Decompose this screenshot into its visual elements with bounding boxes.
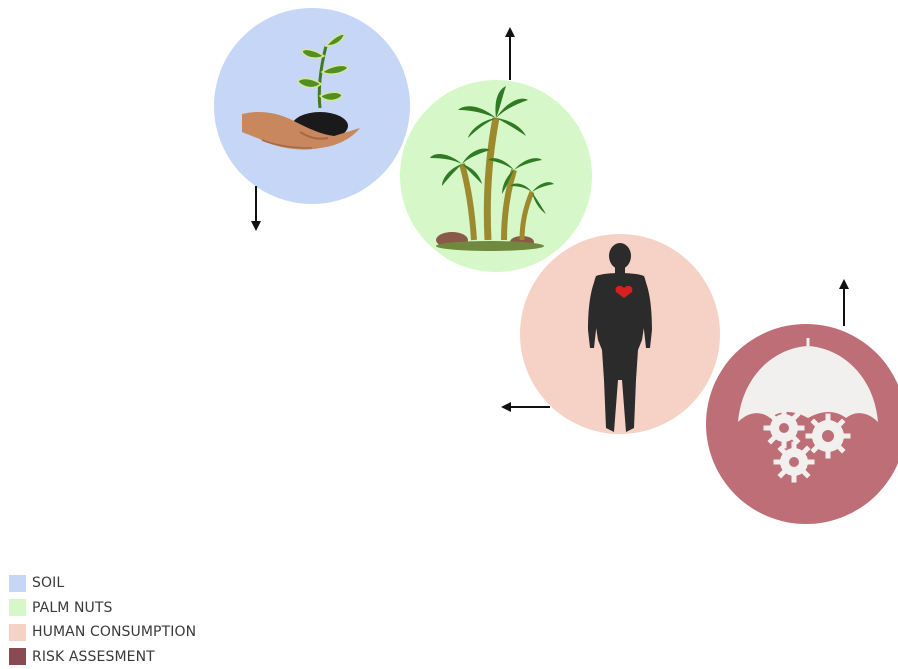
legend-item-soil: SOIL <box>9 571 196 596</box>
palm-nuts-stage <box>400 32 592 272</box>
legend-label-palm-nuts: PALM NUTS <box>32 600 113 616</box>
legend-swatch-palm-nuts <box>9 599 26 616</box>
legend: SOIL PALM NUTS HUMAN CONSUMPTION RISK AS… <box>9 571 196 669</box>
legend-swatch-human-consumption <box>9 624 26 641</box>
soil-stage <box>214 8 410 226</box>
human-consumption-stage <box>506 234 720 434</box>
legend-swatch-risk-assessment <box>9 648 26 665</box>
legend-item-risk-assessment: RISK ASSESMENT <box>9 645 196 669</box>
legend-swatch-soil <box>9 575 26 592</box>
soil-circle <box>214 8 410 204</box>
legend-item-palm-nuts: PALM NUTS <box>9 596 196 621</box>
legend-label-human-consumption: HUMAN CONSUMPTION <box>32 624 196 640</box>
legend-label-soil: SOIL <box>32 575 64 591</box>
risk-assessment-stage <box>706 284 898 524</box>
legend-label-risk-assessment: RISK ASSESMENT <box>32 649 155 665</box>
legend-item-human-consumption: HUMAN CONSUMPTION <box>9 620 196 645</box>
